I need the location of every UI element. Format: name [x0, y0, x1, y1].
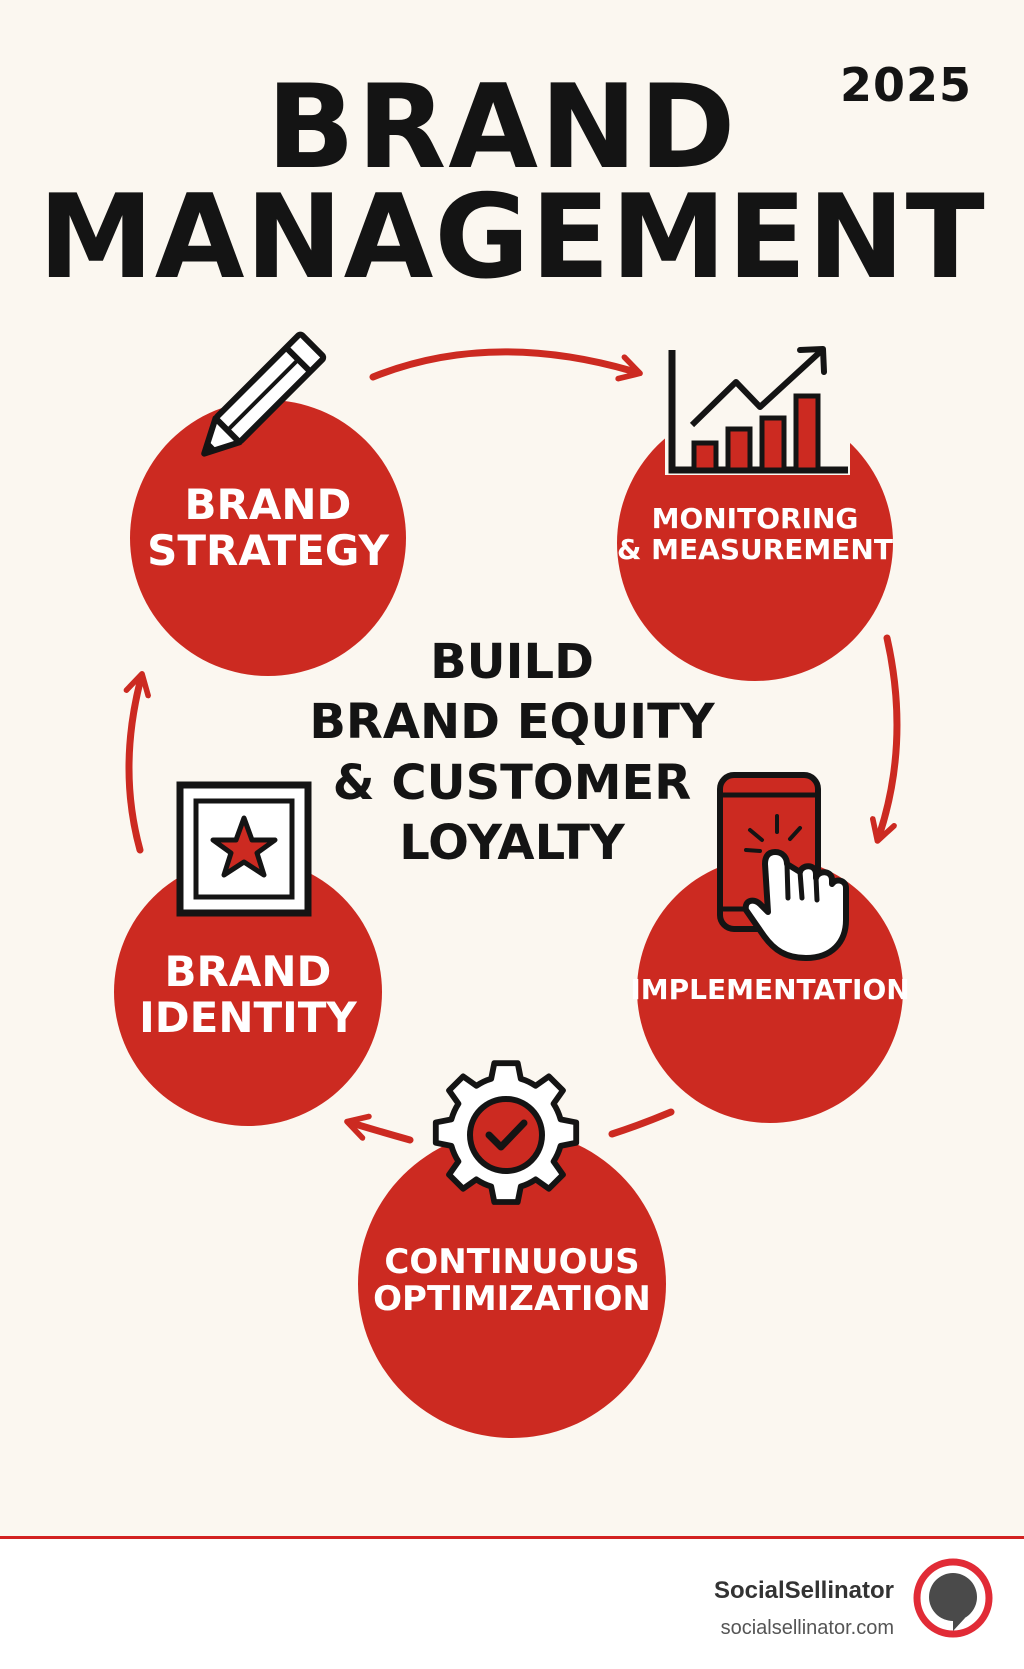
node-brand-strategy: BRAND STRATEGY — [130, 400, 406, 676]
arrow-identity-to-strategy — [123, 671, 151, 854]
footer-brand-name: SocialSellinator — [713, 1577, 894, 1604]
title-line-2: MANAGEMENT — [38, 170, 986, 305]
year-label: 2025 — [839, 58, 972, 112]
center-goal-text: BUILD BRAND EQUITY & CUSTOMER LOYALTY — [309, 634, 715, 872]
arrow-monitoring-to-implementation — [869, 634, 901, 844]
node-label-implementation: IMPLEMENTATION — [630, 972, 910, 1006]
node-label-monitoring: MONITORING & MEASUREMENT — [617, 502, 893, 566]
arrow-strategy-to-monitoring — [369, 348, 643, 382]
socialsellinator-logo-icon — [913, 1558, 993, 1638]
framed-star-icon — [176, 781, 312, 917]
arrow-implementation-to-optimization — [608, 1108, 675, 1138]
footer-url[interactable]: socialsellinator.com — [720, 1617, 894, 1639]
diagram-overlay — [123, 331, 901, 1205]
poster: BRAND MANAGEMENT 2025 BRAND STRATEGY MON… — [38, 58, 986, 1438]
cycle-arrows — [123, 348, 901, 1144]
footer: SocialSellinator socialsellinator.com — [0, 1536, 1024, 1669]
arrow-optimization-to-identity — [344, 1113, 414, 1144]
node-label-optimization: CONTINUOUS OPTIMIZATION — [373, 1241, 651, 1319]
title-line-1: BRAND — [266, 60, 738, 195]
gear-check-icon — [432, 1060, 580, 1205]
bar-chart-growth-icon — [665, 345, 850, 475]
pencil-icon — [201, 331, 327, 457]
node-label-brand-strategy: BRAND STRATEGY — [147, 479, 389, 575]
node-label-brand-identity: BRAND IDENTITY — [139, 946, 357, 1042]
phone-tap-icon — [717, 772, 849, 961]
